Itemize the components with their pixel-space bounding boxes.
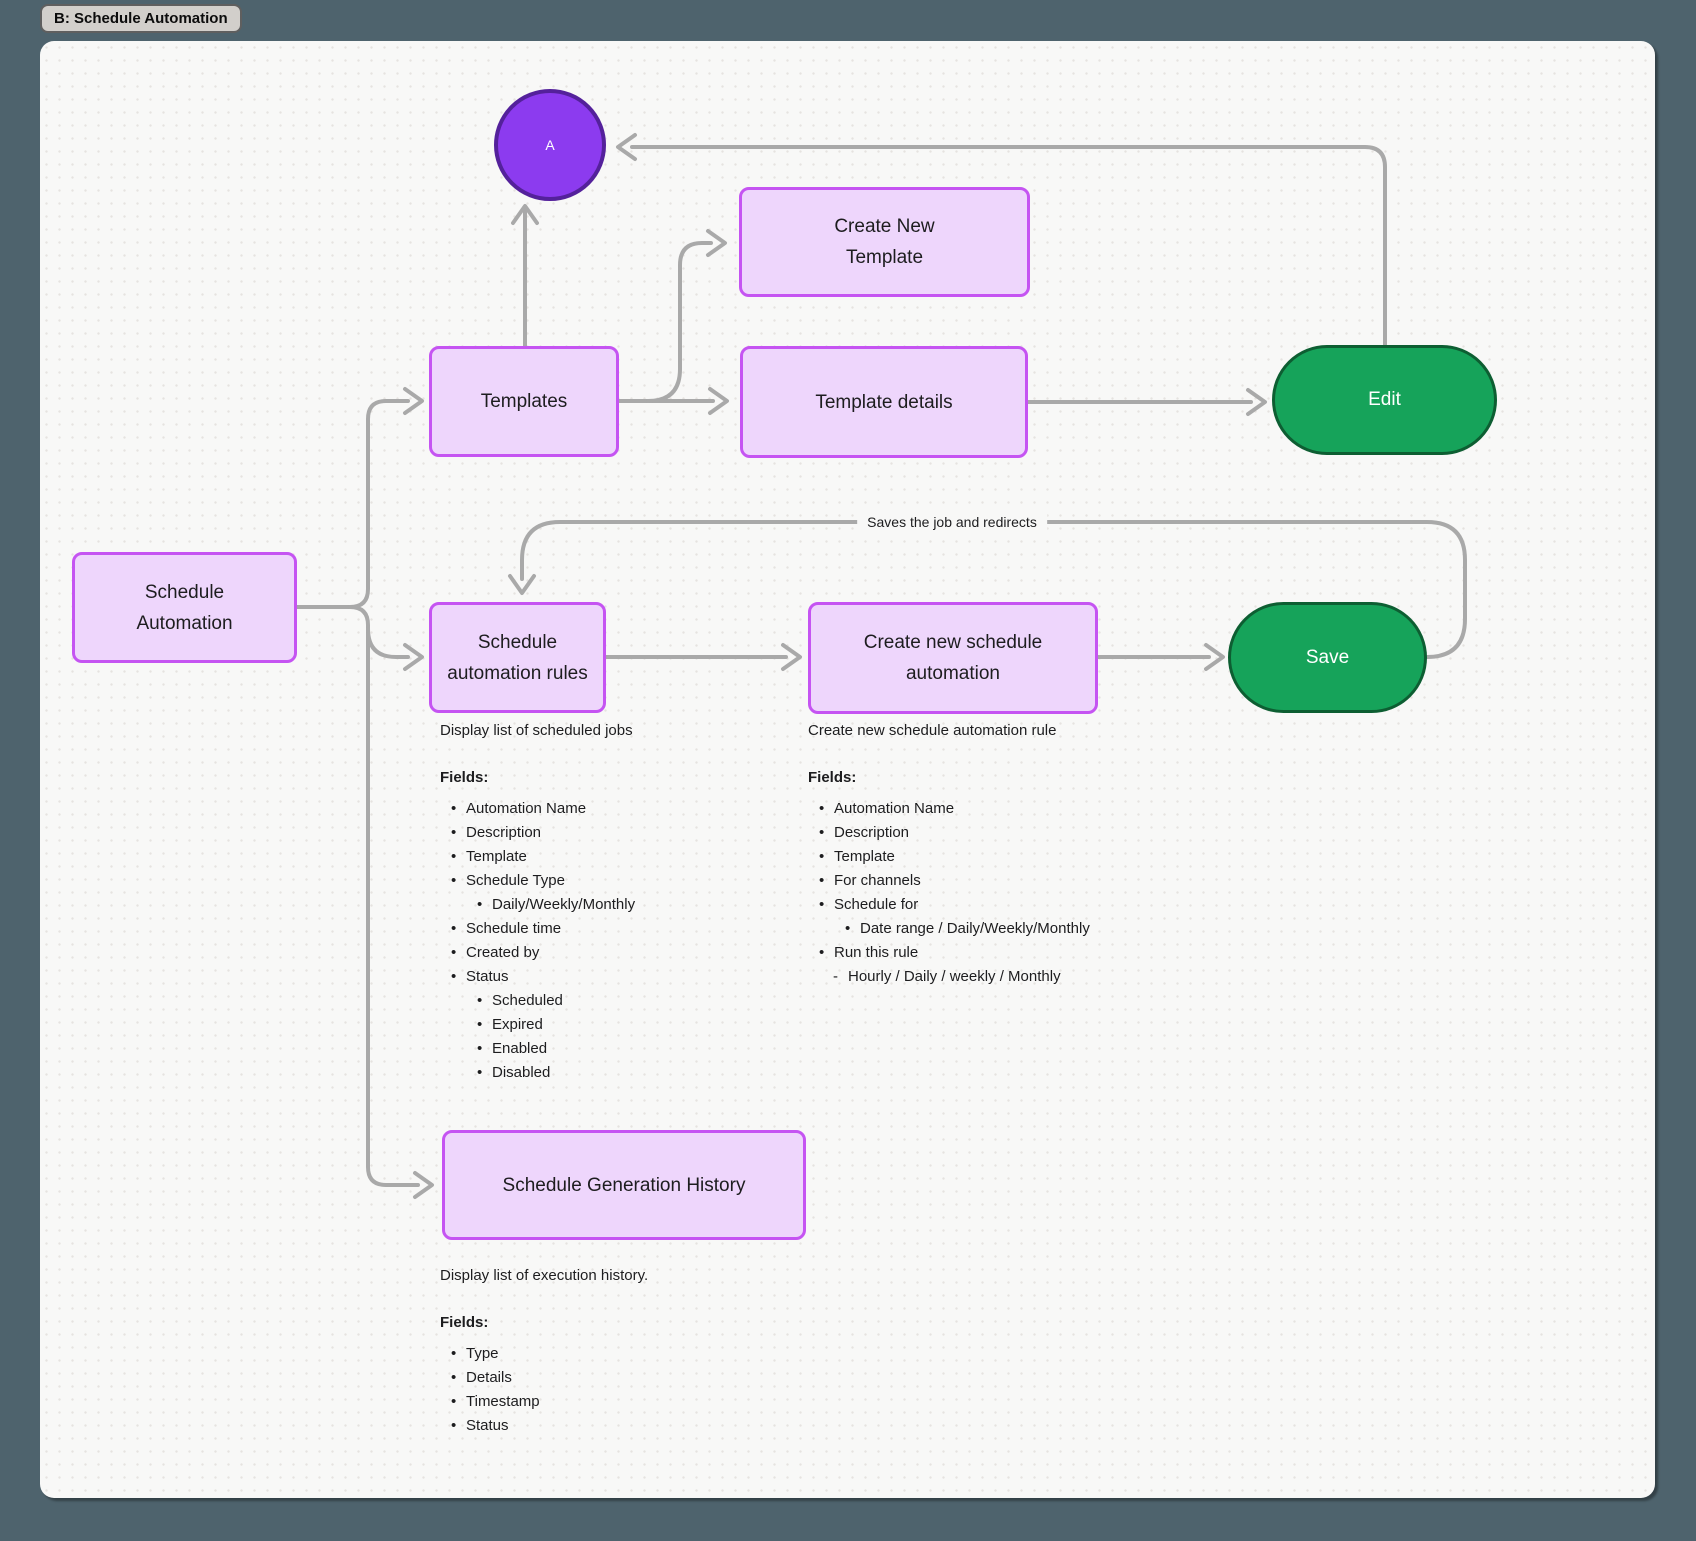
annotation-create-rule: Create new schedule automation rule Fiel… [808,718,1090,989]
field-item: •Template [819,848,895,865]
create-rule-fields-title: Fields: [808,769,857,786]
node-entry-circle-a[interactable]: A [494,89,606,201]
history-fields-title: Fields: [440,1314,489,1331]
rules-description: Display list of scheduled jobs [440,722,633,739]
field-item: -Hourly / Daily / weekly / Monthly [833,968,1061,985]
field-item: •Daily/Weekly/Monthly [477,896,636,913]
field-item: •For channels [819,872,921,889]
node-schedule-generation-history[interactable]: Schedule Generation History [442,1130,806,1240]
node-create-new-template[interactable]: Create New Template [739,187,1030,297]
field-item: •Created by [451,944,540,961]
node-entry-circle-a-label: A [545,137,555,153]
frame-tab-label: B: Schedule Automation [54,10,228,27]
field-item: •Automation Name [451,800,587,817]
field-item: •Automation Name [819,800,955,817]
rules-fields-list: •Automation Name •Description •Template •Sc… [440,797,635,1085]
field-item: •Status [451,1417,509,1434]
field-item: •Type [451,1345,499,1362]
edge-label-save-redirect: Saves the job and redirects [857,511,1047,533]
node-edit-button[interactable]: Edit [1272,345,1497,455]
node-create-new-schedule-automation[interactable]: Create new schedule automation [808,602,1098,714]
node-templates-label: Templates [480,391,568,412]
node-edit-label: Edit [1368,389,1401,410]
field-item: •Schedule Type [451,872,565,889]
field-item: •Scheduled [477,992,563,1009]
node-save-button[interactable]: Save [1228,602,1427,713]
field-item: •Description [451,824,542,841]
node-schedule-automation-rules[interactable]: Schedule automation rules [429,602,606,713]
field-item: •Status [451,968,509,985]
annotation-history: Display list of execution history. Field… [440,1263,650,1438]
node-templates[interactable]: Templates [429,346,619,457]
node-schedule-generation-history-label: Schedule Generation History [502,1174,746,1196]
node-create-new-schedule-automation-label: Create new schedule automation [863,632,1043,684]
rules-fields-title: Fields: [440,769,489,786]
field-item: •Disabled [477,1064,551,1081]
node-save-label: Save [1305,646,1350,668]
field-item: •Schedule for [819,896,919,913]
history-fields-list: •Type •Details •Timestamp •Status [440,1342,650,1438]
field-item: •Expired [477,1016,543,1033]
node-schedule-automation-rules-label: Schedule automation rules [447,631,588,684]
field-item: •Date range / Daily/Weekly/Monthly [845,920,1090,937]
field-item: •Run this rule [819,944,919,961]
node-template-details-label: Template details [815,391,953,413]
field-item: •Description [819,824,910,841]
create-rule-description: Create new schedule automation rule [808,722,1057,739]
node-template-details[interactable]: Template details [740,346,1028,458]
field-item: •Schedule time [451,920,562,937]
field-item: •Timestamp [451,1393,540,1410]
history-description: Display list of execution history. [440,1267,649,1284]
field-item: •Enabled [477,1040,548,1057]
node-schedule-automation-label: Schedule Automation [136,581,233,634]
node-create-new-template-label: Create New Template [834,216,935,268]
annotation-rules: Display list of scheduled jobs Fields: •… [440,718,635,1085]
field-item: •Details [451,1369,512,1386]
field-item: •Template [451,848,527,865]
node-schedule-automation[interactable]: Schedule Automation [72,552,297,663]
frame-tab[interactable]: B: Schedule Automation [40,4,242,33]
create-rule-fields-list: •Automation Name •Description •Template •Fo… [808,797,1090,989]
